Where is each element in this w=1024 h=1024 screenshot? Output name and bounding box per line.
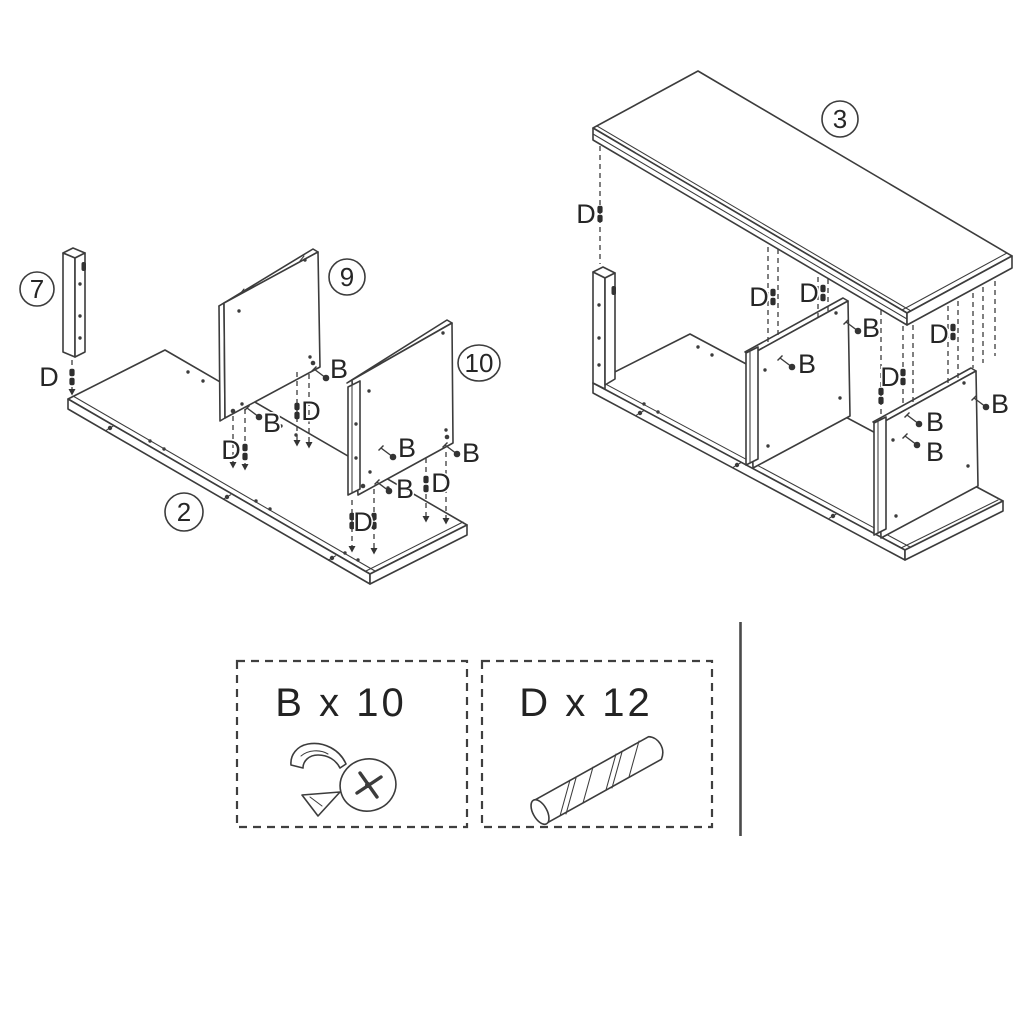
legend-box-border bbox=[480, 659, 714, 829]
right-divider-panel bbox=[872, 367, 979, 539]
base-panel-part-2 bbox=[67, 349, 468, 585]
dowel-peg bbox=[81, 262, 86, 271]
hardware-label-d: D bbox=[749, 282, 769, 312]
wooden-dowel-icon bbox=[770, 288, 776, 306]
hardware-label-d: D bbox=[431, 468, 451, 498]
hardware-label-b: B bbox=[398, 433, 416, 463]
hardware-legend: B x 10 D x 12 bbox=[235, 622, 742, 836]
hardware-label-d: D bbox=[39, 362, 59, 392]
legend-label-b: B x 10 bbox=[275, 681, 406, 725]
dowel-peg bbox=[611, 286, 616, 295]
hardware-labels-left: D B B D D B B B D D bbox=[38, 353, 482, 539]
part-number-2: 2 bbox=[177, 497, 191, 527]
hardware-labels-right: D D D B B D D B B B bbox=[575, 198, 1011, 469]
part-number-circle bbox=[328, 258, 366, 296]
part-number-badges-right: 3 bbox=[821, 100, 859, 138]
left-assembly-diagram: D B B D D B B B D D 7 9 10 2 bbox=[19, 247, 501, 585]
hardware-label-b: B bbox=[991, 389, 1009, 419]
hardware-label-d: D bbox=[221, 435, 241, 465]
hardware-label-d: D bbox=[929, 319, 949, 349]
hardware-label-b: B bbox=[462, 438, 480, 468]
cam-lock-screw-icon bbox=[310, 365, 330, 382]
part-number-9: 9 bbox=[340, 262, 354, 292]
wooden-dowel-icon bbox=[423, 475, 429, 493]
part-number-circle bbox=[821, 100, 859, 138]
corner-post bbox=[592, 266, 616, 390]
wooden-dowel-icon bbox=[530, 735, 664, 826]
hardware-label-d: D bbox=[576, 199, 596, 229]
part-number-3: 3 bbox=[833, 104, 847, 134]
divider-panel-part-9 bbox=[218, 248, 321, 422]
hardware-label-b: B bbox=[396, 474, 414, 504]
part-number-circle bbox=[457, 344, 501, 382]
legend-label-d: D x 12 bbox=[519, 681, 653, 725]
top-panel-part-3 bbox=[592, 70, 1013, 326]
hardware-label-b: B bbox=[798, 349, 816, 379]
hardware-label-b: B bbox=[926, 437, 944, 467]
hardware-label-b: B bbox=[862, 313, 880, 343]
hardware-label-d: D bbox=[880, 362, 900, 392]
wooden-dowel-icon bbox=[69, 368, 75, 386]
cam-lock-screw-icon bbox=[290, 742, 397, 817]
legend-box-cam-screw: B x 10 bbox=[235, 659, 469, 829]
part-number-circle bbox=[164, 492, 204, 532]
hardware-label-d: D bbox=[353, 507, 373, 537]
hardware-label-d: D bbox=[301, 396, 321, 426]
hardware-label-b: B bbox=[263, 408, 281, 438]
hardware-label-d: D bbox=[799, 278, 819, 308]
wooden-dowel-icon bbox=[820, 284, 826, 302]
hardware-label-b: B bbox=[926, 407, 944, 437]
part-number-10: 10 bbox=[465, 348, 494, 378]
legend-box-dowel: D x 12 bbox=[480, 659, 714, 829]
divider-panel-part-10 bbox=[346, 319, 454, 496]
legend-box-border bbox=[235, 659, 469, 829]
hardware-label-b: B bbox=[330, 354, 348, 384]
wooden-dowel-icon bbox=[900, 368, 906, 386]
part-number-7: 7 bbox=[30, 274, 44, 304]
right-assembly-diagram: D D D B B D D B B B 3 bbox=[575, 70, 1013, 561]
part-number-badges-left: 7 9 10 2 bbox=[19, 258, 501, 532]
middle-divider-panel bbox=[744, 297, 851, 469]
wooden-dowel-icon bbox=[950, 323, 956, 341]
corner-post-part-7 bbox=[62, 247, 86, 358]
part-number-circle bbox=[19, 271, 55, 307]
